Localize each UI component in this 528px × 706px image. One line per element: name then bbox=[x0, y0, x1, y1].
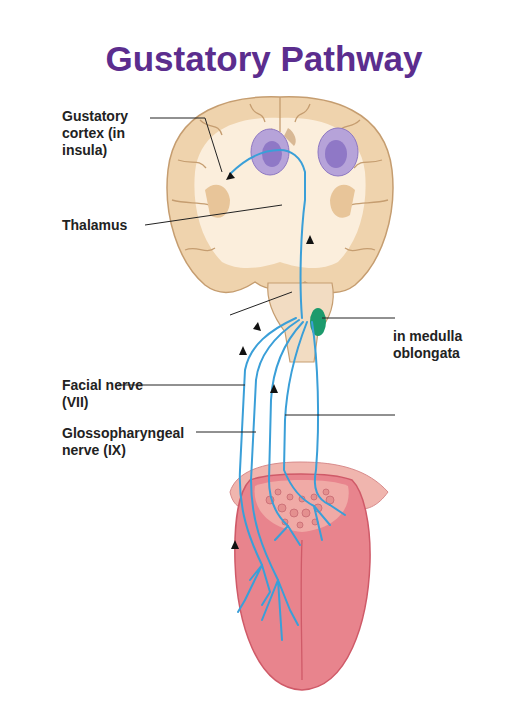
thalamus-left bbox=[251, 129, 289, 175]
gyri-lines bbox=[172, 97, 388, 251]
diagram-title: Gustatory Pathway bbox=[0, 38, 528, 80]
leader-lines-part bbox=[285, 415, 395, 416]
papillae-part bbox=[302, 509, 310, 517]
insula-region bbox=[330, 185, 355, 218]
nerve-fibers-part bbox=[280, 150, 305, 318]
flow-arrows bbox=[226, 172, 314, 549]
nerve-fibers-part bbox=[251, 320, 299, 580]
papillae-part bbox=[297, 522, 303, 528]
flow-arrows-part bbox=[226, 172, 235, 180]
thalamus-right bbox=[318, 128, 358, 176]
papillae-part bbox=[278, 504, 286, 512]
flow-arrows-part bbox=[270, 384, 278, 393]
thalamus-left-core bbox=[262, 141, 282, 167]
brain-outline bbox=[167, 97, 393, 293]
tongue bbox=[235, 474, 370, 690]
papillae-part bbox=[275, 489, 281, 495]
leader-lines-part bbox=[230, 292, 292, 315]
leader-lines-part bbox=[322, 318, 395, 319]
nerve-fibers-part bbox=[238, 505, 345, 640]
part-label: Thalamus bbox=[62, 217, 152, 234]
leader-lines bbox=[118, 118, 395, 432]
flow-arrows-part bbox=[231, 540, 239, 549]
part-label: in medulla oblongata bbox=[393, 328, 485, 362]
nerve-fibers-part bbox=[230, 150, 280, 174]
papillae-part bbox=[323, 489, 329, 495]
part-label: Facial nerve (VII) bbox=[62, 377, 146, 411]
part-label: Glossopharyngeal nerve (IX) bbox=[62, 425, 194, 459]
flow-arrows-part bbox=[306, 235, 314, 244]
flow-arrows-part bbox=[239, 346, 247, 355]
leader-lines-part bbox=[145, 205, 282, 225]
white-matter bbox=[194, 118, 365, 268]
leader-lines-part bbox=[150, 118, 222, 172]
nerve-fibers-part bbox=[284, 322, 314, 506]
nerve-fibers bbox=[230, 150, 345, 640]
papillae-part bbox=[290, 509, 298, 517]
nerve-fibers-part bbox=[269, 322, 303, 526]
thalamus-right-core bbox=[325, 140, 347, 168]
part-label: Gustatory cortex (in insula) bbox=[62, 108, 142, 159]
papillae-part bbox=[287, 494, 293, 500]
flow-arrows-part bbox=[253, 322, 261, 331]
leader-lines-part bbox=[196, 432, 256, 433]
nerve-fibers-part bbox=[312, 322, 330, 505]
nerve-fibers-part bbox=[240, 318, 296, 565]
papillae-part bbox=[311, 494, 317, 500]
median-groove bbox=[300, 540, 302, 680]
